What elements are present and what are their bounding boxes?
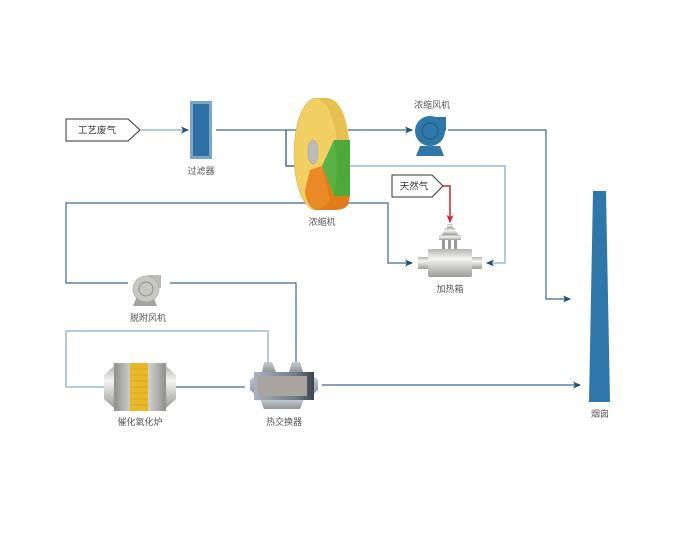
heater-label: 加热箱 (436, 283, 463, 295)
filter: 过滤器 (187, 101, 215, 177)
heater-box: 加热箱 (418, 224, 482, 295)
pipe-hx-to-oxidizer (65, 330, 269, 388)
natural-gas-input-tag: 天然气 (391, 174, 444, 198)
heat-exchanger: 热交换器 (250, 362, 318, 428)
pipe-concentrator-to-heater-left (340, 202, 413, 267)
pipe-concentrator-to-heater-right (348, 165, 506, 267)
pipe-concentrator-to-desorption-fan (65, 202, 305, 284)
catalytic-oxidizer-label: 催化氧化炉 (117, 416, 162, 428)
concentrator-label: 浓缩机 (308, 216, 335, 228)
heat-exchanger-label: 热交换器 (266, 416, 302, 428)
pipe-desorption-fan-to-hx (170, 282, 297, 362)
chimney-label: 烟囱 (591, 408, 609, 420)
filter-label: 过滤器 (187, 165, 214, 177)
natural-gas-input-label: 天然气 (400, 181, 429, 193)
concentration-fan: 浓缩风机 (414, 99, 450, 156)
desorption-fan-label: 脱附风机 (130, 312, 166, 324)
exhaust-input-tag: 工艺废气 (65, 118, 141, 142)
catalytic-oxidizer: 催化氧化炉 (104, 363, 176, 428)
concentrator-wheel: 浓缩机 (293, 97, 350, 228)
desorption-fan: 脱附风机 (130, 275, 166, 324)
concentration-fan-label: 浓缩风机 (414, 99, 450, 111)
exhaust-input-label: 工艺废气 (78, 125, 117, 137)
chimney: 烟囱 (589, 191, 610, 420)
pipe-fan-to-chimney (448, 129, 571, 303)
pipes (65, 126, 581, 389)
pipe-natural-gas-to-heater (443, 185, 454, 223)
